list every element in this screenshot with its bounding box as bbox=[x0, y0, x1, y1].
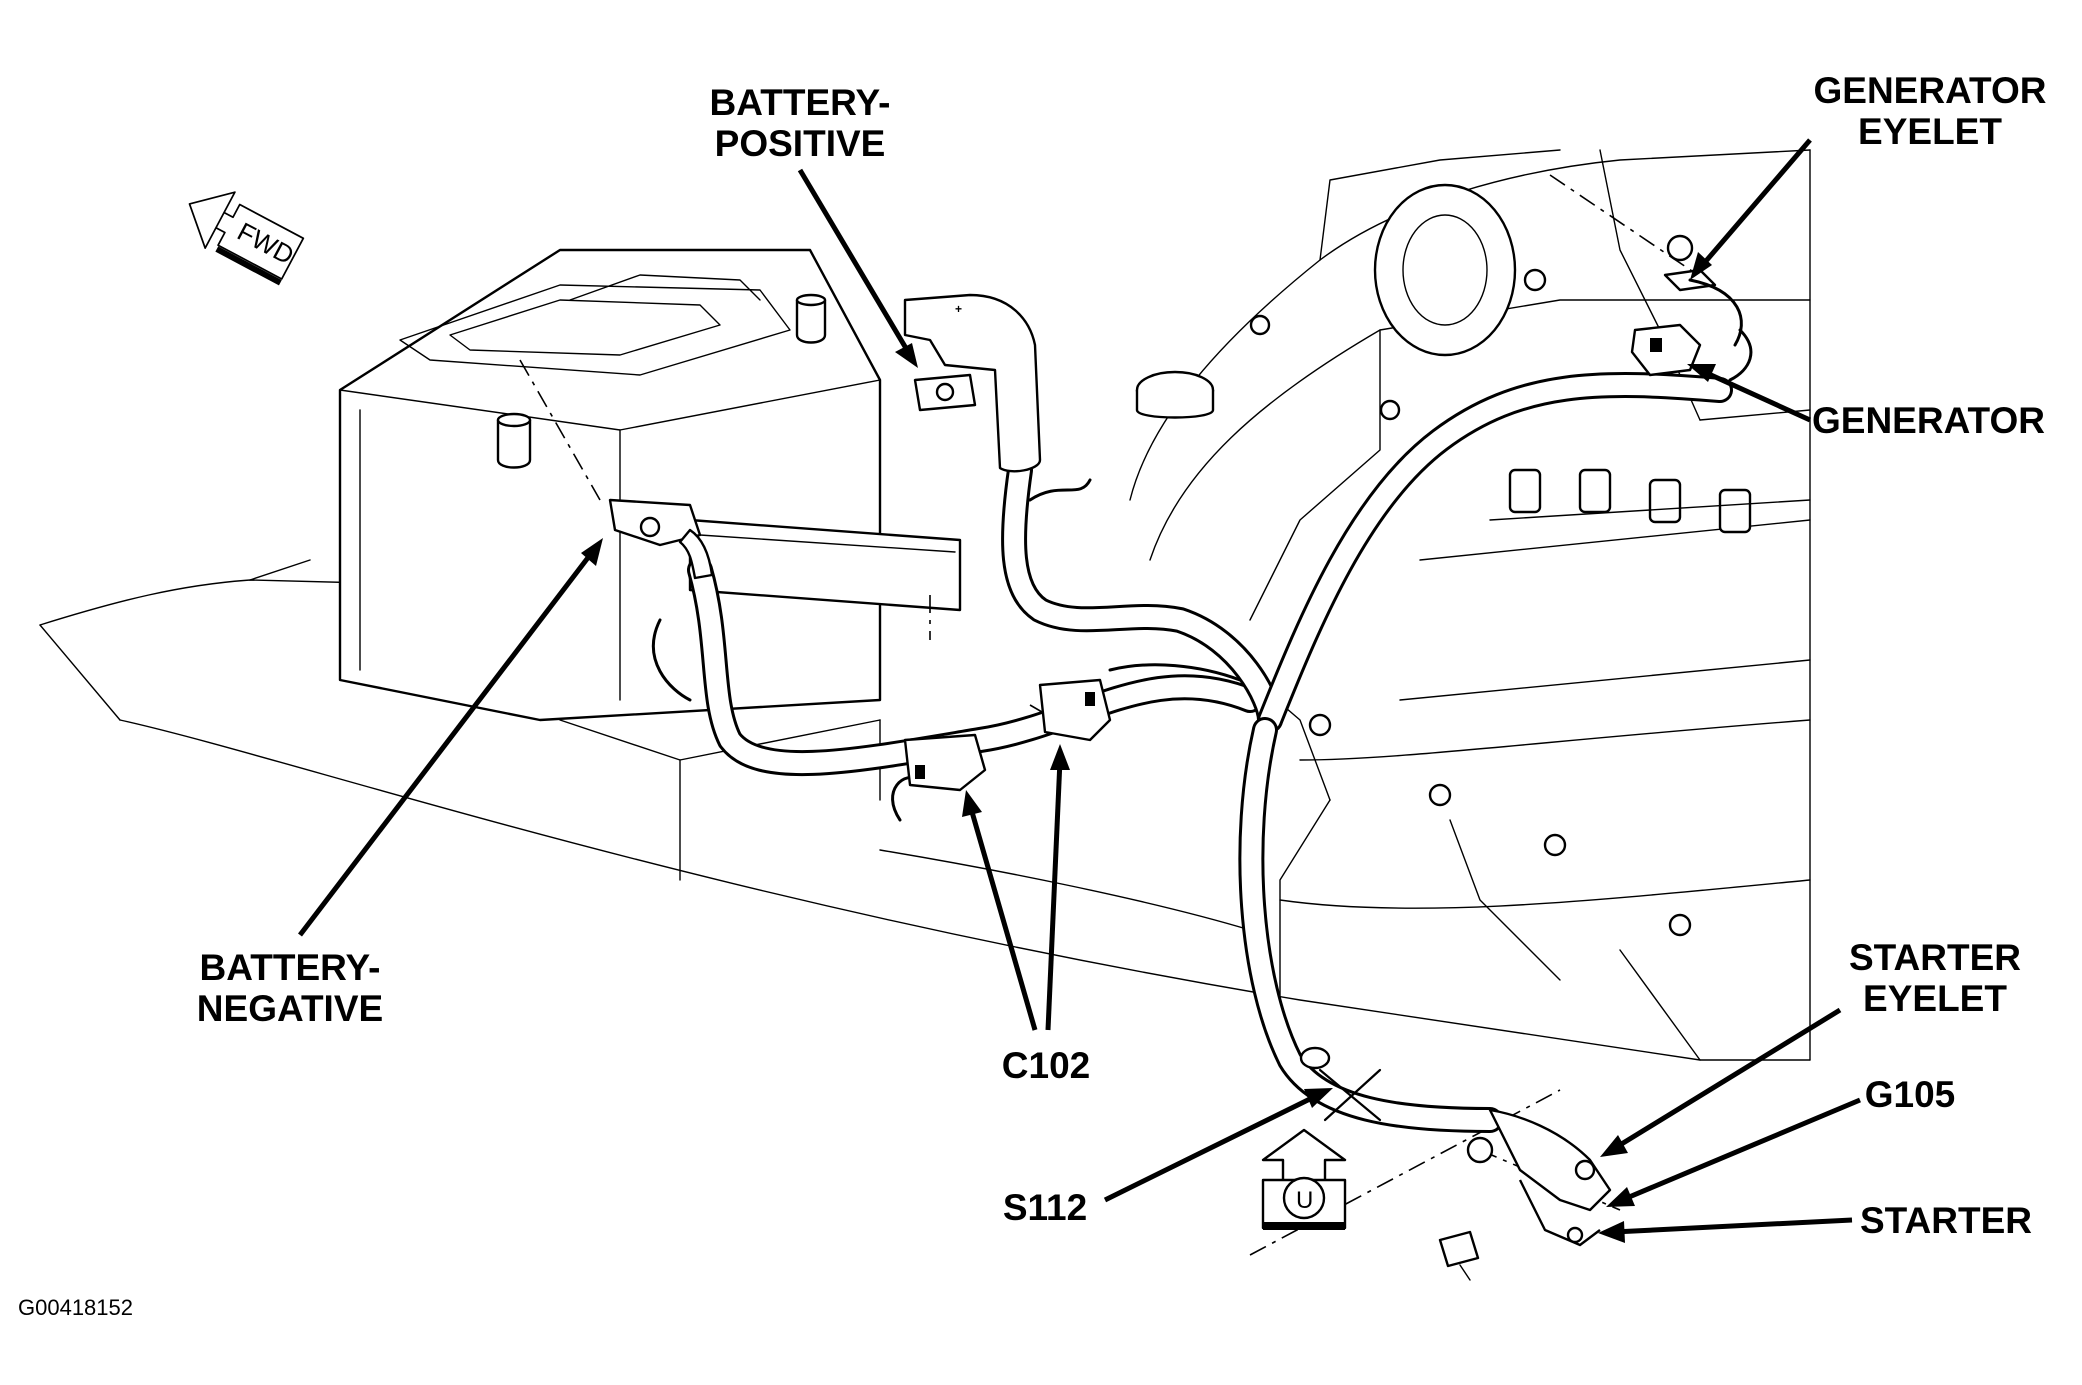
splice-s112 bbox=[1299, 1046, 1382, 1122]
generator-terminal bbox=[1630, 234, 1743, 377]
engine bbox=[1129, 149, 1811, 1061]
battery-positive-terminal: + bbox=[903, 293, 1042, 473]
label-battery-positive-line2: POSITIVE bbox=[715, 123, 886, 164]
view-up-marker: U bbox=[1261, 1128, 1347, 1230]
label-starter-eyelet-line1: STARTER bbox=[1849, 937, 2021, 978]
fwd-arrow: FWD bbox=[188, 191, 305, 286]
label-battery-negative-line1: BATTERY- bbox=[200, 947, 381, 988]
label-generator: GENERATOR bbox=[1812, 400, 2045, 441]
battery bbox=[338, 248, 962, 881]
label-g105: G105 bbox=[1865, 1074, 1956, 1115]
label-starter: STARTER bbox=[1860, 1200, 2032, 1241]
c102-connector-halves bbox=[903, 678, 1112, 792]
battery-negative-terminal bbox=[608, 498, 714, 580]
label-c102: C102 bbox=[1002, 1045, 1090, 1086]
label-battery-negative-line2: NEGATIVE bbox=[197, 988, 383, 1029]
starter-terminals bbox=[1438, 1108, 1612, 1281]
label-generator-eyelet-line2: EYELET bbox=[1858, 111, 2002, 152]
callout-leaders bbox=[298, 138, 1861, 1243]
polarity-mark: + bbox=[955, 302, 962, 316]
up-label: U bbox=[1296, 1187, 1313, 1214]
label-s112: S112 bbox=[1003, 1187, 1087, 1228]
figure-id: G00418152 bbox=[18, 1295, 133, 1320]
label-generator-eyelet-line1: GENERATOR bbox=[1814, 70, 2047, 111]
label-starter-eyelet-line2: EYELET bbox=[1863, 978, 2007, 1019]
callout-labels: BATTERY- POSITIVE BATTERY- NEGATIVE GENE… bbox=[18, 70, 2046, 1320]
label-battery-positive-line1: BATTERY- bbox=[710, 82, 891, 123]
battery-cables bbox=[652, 328, 1753, 1133]
vehicle-structure bbox=[39, 559, 1701, 1061]
